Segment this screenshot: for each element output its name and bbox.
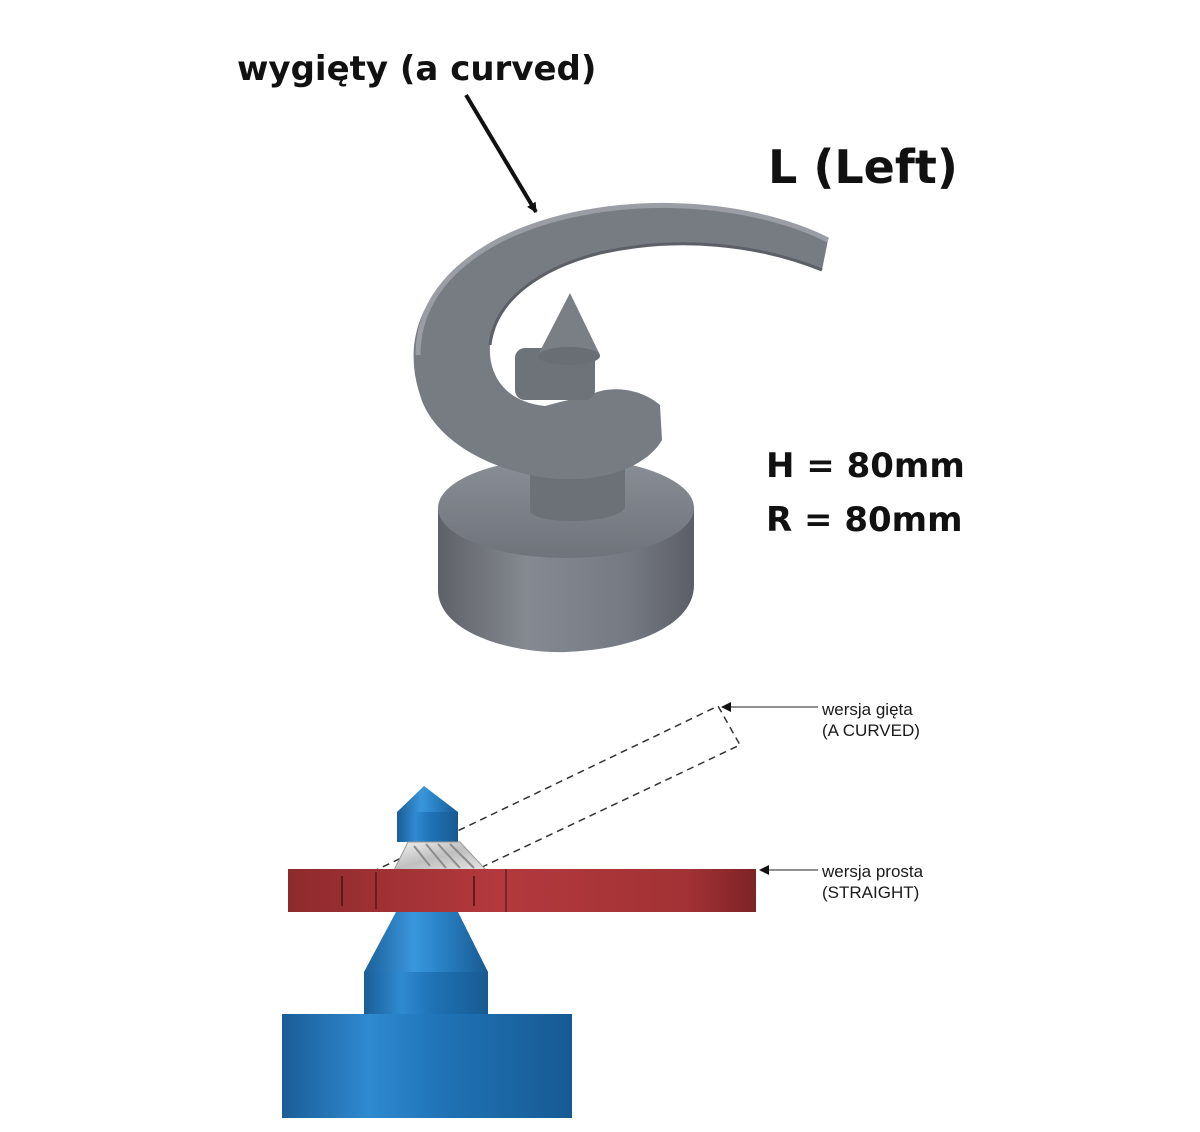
side-label: L (Left) (768, 140, 958, 194)
straight-blade (288, 869, 756, 912)
upper-shaft (397, 812, 458, 842)
drawing-base (282, 1014, 572, 1118)
curved-version-label-1: wersja gięta (821, 700, 913, 719)
curved-pointer-arrow (464, 93, 538, 214)
neck (530, 468, 625, 522)
lower-cone (364, 912, 488, 972)
straight-version-label-2: (STRAIGHT) (822, 883, 919, 902)
upper-cone-tip (397, 786, 458, 812)
radius-spec: R = 80mm (766, 500, 963, 540)
height-spec: H = 80mm (766, 446, 965, 486)
technical-drawing (282, 705, 756, 1118)
spindle-tip-base (538, 347, 600, 365)
part-photo (413, 202, 830, 653)
spindle-tip (538, 293, 600, 355)
curved-spiral-blade (413, 205, 828, 480)
curved-blade-top-edge (415, 202, 830, 356)
curved-blade-inner-edge (488, 242, 823, 346)
curved-version-label-2: (A CURVED) (822, 721, 920, 740)
thread-lines (413, 843, 475, 869)
straight-version-label-1: wersja prosta (821, 862, 924, 881)
curved-label: wygięty (a curved) (237, 49, 596, 89)
lower-neck (364, 972, 488, 1014)
